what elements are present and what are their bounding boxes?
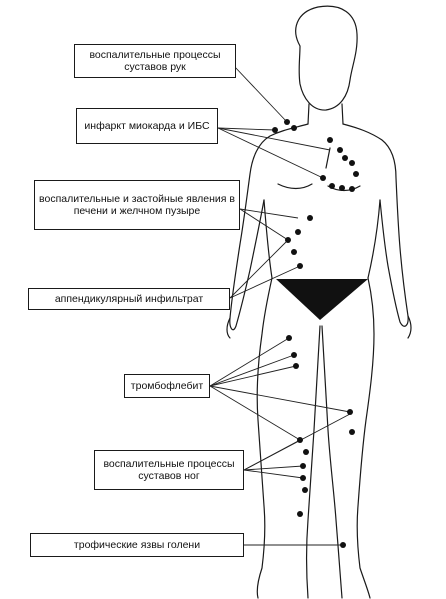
point-thigh-3 [293, 363, 299, 369]
label-appendix: аппендикулярный инфильтрат [28, 288, 230, 310]
point-heart-7 [320, 175, 326, 181]
point-ulcer [340, 542, 346, 548]
point-shin-2 [300, 475, 306, 481]
point-shoulder-1 [284, 119, 290, 125]
point-heart-5 [349, 160, 355, 166]
point-thigh-1 [286, 335, 292, 341]
point-thigh-2 [291, 352, 297, 358]
label-arm-joints: воспалительные процессы суставов рук [74, 44, 236, 78]
point-heart-10 [349, 186, 355, 192]
point-heart-6 [353, 171, 359, 177]
point-heart-4 [342, 155, 348, 161]
point-shin-3 [302, 487, 308, 493]
point-appendix [297, 263, 303, 269]
label-ulcers: трофические язвы голени [30, 533, 244, 557]
label-leg-joints: воспалительные процессы суставов ног [94, 450, 244, 490]
point-liver-4 [291, 249, 297, 255]
point-shoulder-2 [272, 127, 278, 133]
point-liver-2 [295, 229, 301, 235]
reflex-points [272, 119, 359, 548]
label-infarct-text: инфаркт миокарда и ИБС [84, 120, 210, 132]
point-heart-2 [327, 137, 333, 143]
point-knee-4 [303, 449, 309, 455]
label-leg-joints-text: воспалительные процессы суставов ног [103, 458, 235, 482]
point-heart-8 [329, 183, 335, 189]
label-thrombophlebitis-text: тромбофлебит [130, 380, 204, 392]
label-liver-text: воспалительные и застойные явления в печ… [39, 193, 235, 217]
label-ulcers-text: трофические язвы голени [73, 539, 201, 551]
point-shin-4 [297, 511, 303, 517]
point-liver-1 [307, 215, 313, 221]
point-heart-9 [339, 185, 345, 191]
point-knee-3 [297, 437, 303, 443]
point-liver-3 [285, 237, 291, 243]
point-heart-3 [337, 147, 343, 153]
groin-shape [276, 279, 368, 320]
label-infarct: инфаркт миокарда и ИБС [76, 108, 218, 144]
body-outline [226, 5, 412, 599]
point-knee-2 [349, 429, 355, 435]
label-liver: воспалительные и застойные явления в печ… [34, 180, 240, 230]
point-heart-1 [291, 125, 297, 131]
point-knee-1 [347, 409, 353, 415]
label-arm-joints-text: воспалительные процессы суставов рук [89, 49, 221, 73]
point-shin-1 [300, 463, 306, 469]
leader-lines [209, 65, 351, 546]
label-appendix-text: аппендикулярный инфильтрат [54, 293, 204, 305]
label-thrombophlebitis: тромбофлебит [124, 374, 210, 398]
